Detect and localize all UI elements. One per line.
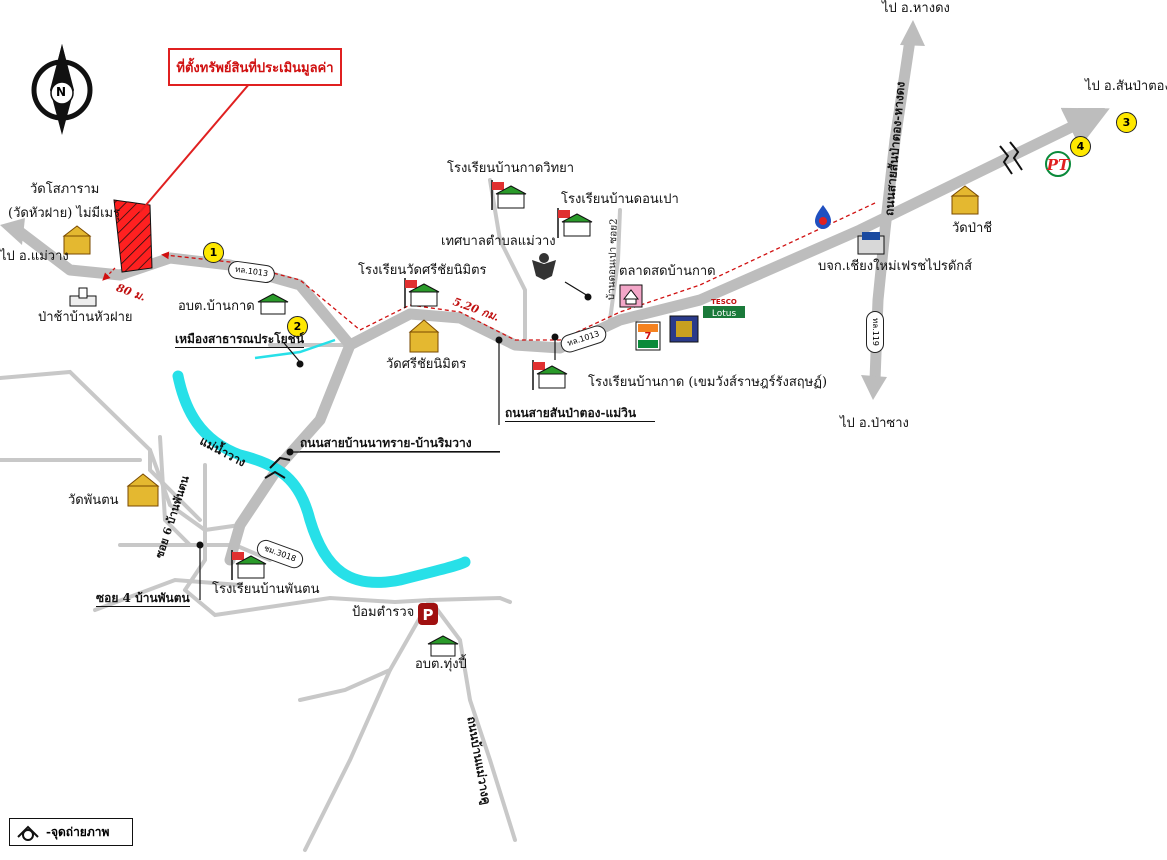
label-road-san-pa-tong-mae-win: ถนนสายสันป่าตอง-แม่วิน: [505, 406, 655, 423]
label-to-mae-wang: ไป อ.แม่วาง: [0, 249, 69, 264]
compass-icon: [31, 44, 93, 135]
garuda-icon: [532, 253, 556, 280]
label-police: ป้อมตำรวจ: [352, 605, 415, 620]
legend: -จุดถ่ายภาพ: [9, 818, 133, 846]
river: [172, 370, 471, 588]
label-market: ตลาดสดบ้านกาด: [619, 264, 716, 279]
fuel-station-icon: [815, 205, 831, 229]
route-line-80m: [102, 267, 116, 281]
svg-text:P: P: [423, 606, 434, 624]
photo-point-legend-icon: [17, 825, 39, 841]
label-wat-sophararam: วัดโสภาราม: [30, 182, 100, 197]
label-soi4: ซอย 4 บ้านพันตน: [96, 591, 190, 608]
route-tag-119: ทล.119: [866, 311, 884, 353]
label-school-kad-witthaya: โรงเรียนบ้านกาดวิทยา: [447, 161, 575, 176]
route-line: [161, 202, 876, 341]
target-pointer: [139, 82, 251, 213]
svg-text:Lotus: Lotus: [712, 309, 737, 319]
road-break-icon: [999, 141, 1023, 175]
label-public-ditch: เหมืองสาธารณประโยชน์: [175, 332, 305, 349]
svg-text:7: 7: [645, 331, 652, 342]
label-wat-hua-fai: (วัดหัวฝาย) ไม่มีเมรุ: [8, 206, 121, 221]
bridge-icon: [264, 456, 291, 479]
label-school-phan-ton: โรงเรียนบ้านพันตน: [212, 582, 320, 597]
map-title: ที่ตั้งทรัพย์สินที่ประเมินมูลค่า: [168, 48, 342, 86]
photo-point-1: 1: [203, 242, 224, 263]
pt-station-icon: PT: [1045, 151, 1071, 177]
market-icon: [619, 284, 643, 308]
legend-text: -จุดถ่ายภาพ: [46, 824, 110, 839]
svg-text:TESCO: TESCO: [711, 298, 737, 306]
factory-icon: [857, 232, 885, 255]
seven-eleven-icon: 7: [635, 321, 661, 351]
label-sao-ban-kad: อบต.บ้านกาด: [178, 299, 255, 314]
office-icon: [257, 293, 459, 657]
label-school-wat-sri: โรงเรียนวัดศรีชัยนิมิตร: [358, 263, 487, 278]
label-wat-pa-chi: วัดป่าชี: [952, 221, 993, 236]
label-school-don-pao: โรงเรียนบ้านดอนเปา: [561, 192, 679, 207]
tesco-lotus-icon: TESCO Lotus: [703, 298, 745, 319]
ditch: [254, 338, 336, 360]
label-company: บจก.เชียงใหม่เฟรชไปรดักส์: [818, 259, 973, 274]
photo-point-2: 2: [287, 316, 308, 337]
cemetery-icon: [69, 287, 97, 307]
bank-icon: [669, 315, 699, 343]
temple-icon: [62, 185, 980, 507]
label-school-ban-kad: โรงเรียนบ้านกาด (เขมวังส์ราษฎร์รังสฤษฏ์): [588, 375, 828, 390]
label-to-pa-sang: ไป อ.ป่าซาง: [840, 416, 909, 431]
target-property: [113, 199, 153, 273]
label-wat-sri: วัดศรีชัยนิมิตร: [386, 357, 467, 372]
photo-point-4: 4: [1070, 136, 1091, 157]
label-road-don-pao: บ้านดอนเปา ซอย2: [605, 218, 620, 301]
label-sao-thung-pi: อบต.ทุ่งปี้: [415, 657, 467, 672]
police-icon: P: [418, 603, 438, 625]
svg-text:PT: PT: [1046, 156, 1071, 174]
photo-point-3: 3: [1116, 112, 1137, 133]
label-cemetery: ป่าช้าบ้านหัวฝาย: [38, 310, 133, 325]
leader-dots: [196, 293, 592, 549]
road-arrowheads: [0, 20, 1105, 400]
label-municipality: เทศบาลตำบลแม่วาง: [441, 234, 556, 249]
label-wat-phan-ton: วัดพันตน: [68, 493, 119, 508]
label-to-hang-dong: ไป อ.หางดง: [882, 1, 950, 16]
label-to-san-pa-tong: ไป อ.สันป่าตอง: [1085, 79, 1167, 94]
school-icon: [231, 180, 593, 580]
compass-letter: N: [56, 85, 67, 99]
label-road-na-sai: ถนนสายบ้านนาทราย-บ้านริมวาง: [300, 436, 500, 453]
